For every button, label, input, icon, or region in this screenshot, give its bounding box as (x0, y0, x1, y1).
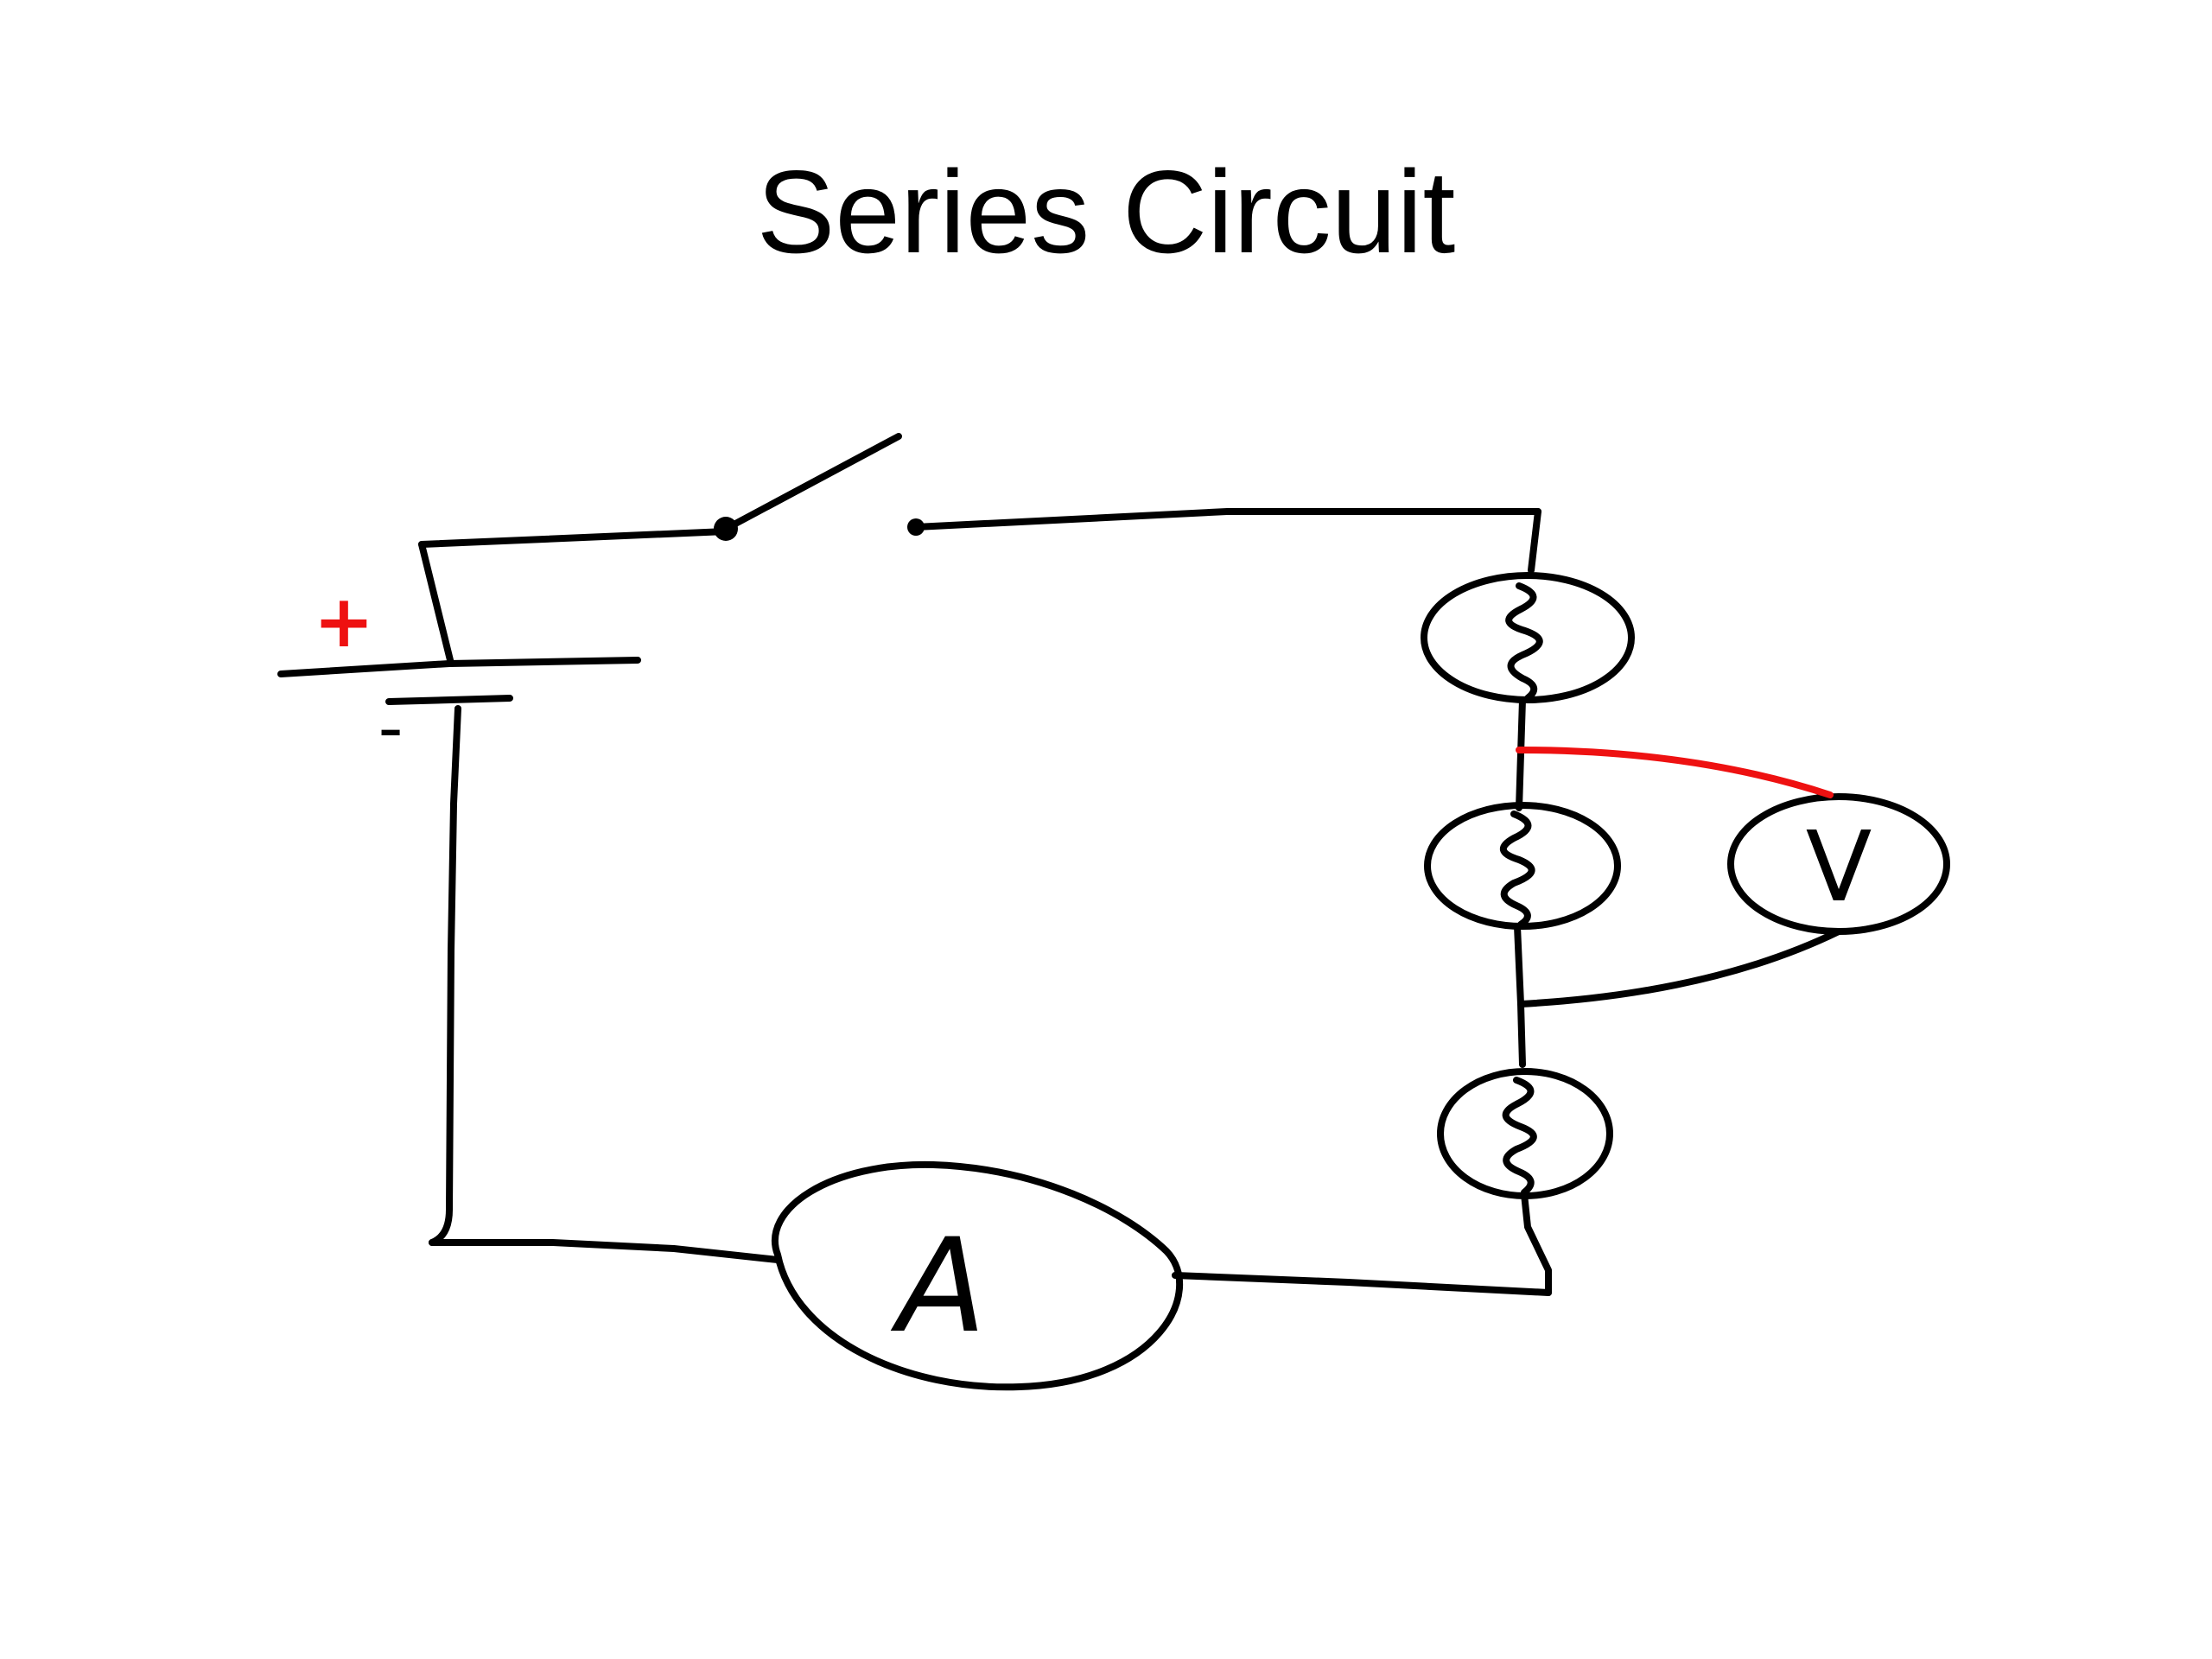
wire-left-side (429, 705, 461, 1246)
bulb-3 (1437, 1068, 1613, 1199)
wire-bottom-left (429, 1239, 781, 1263)
switch-lever (722, 433, 902, 532)
battery-negative-label: - (378, 688, 404, 768)
bulb-3-filament-icon (1502, 1077, 1537, 1196)
battery-short-plate (385, 695, 513, 705)
wire-bulb3-to-corner (1521, 1191, 1552, 1296)
wire-battery-positive-lead (418, 541, 454, 667)
battery: + - (277, 579, 641, 768)
battery-long-plate (277, 657, 641, 677)
ammeter-body (772, 1160, 1184, 1391)
ammeter-label: A (891, 1211, 987, 1362)
voltmeter-positive-lead (1516, 747, 1834, 798)
wire-right-to-bulb1 (1528, 508, 1541, 574)
voltmeter-label: V (1806, 811, 1872, 924)
wire-bulb2-bulb3 (1514, 923, 1526, 1068)
bulb-2 (1424, 802, 1621, 930)
bulb-2-filament-icon (1500, 810, 1535, 928)
ammeter: A (772, 1160, 1184, 1391)
voltmeter-negative-lead (1517, 928, 1842, 1007)
open-switch (714, 433, 925, 541)
wire-top-right (912, 508, 1541, 531)
bulb-1-filament-icon (1505, 582, 1543, 702)
wire-top-left (418, 528, 729, 548)
slide-title: Series Circuit (756, 146, 1456, 277)
wire-bulb1-bulb2 (1516, 696, 1526, 811)
wire-bottom-right (1172, 1272, 1552, 1296)
battery-positive-label: + (314, 579, 374, 664)
bulb-1 (1421, 572, 1635, 703)
voltmeter: V (1727, 793, 1950, 935)
